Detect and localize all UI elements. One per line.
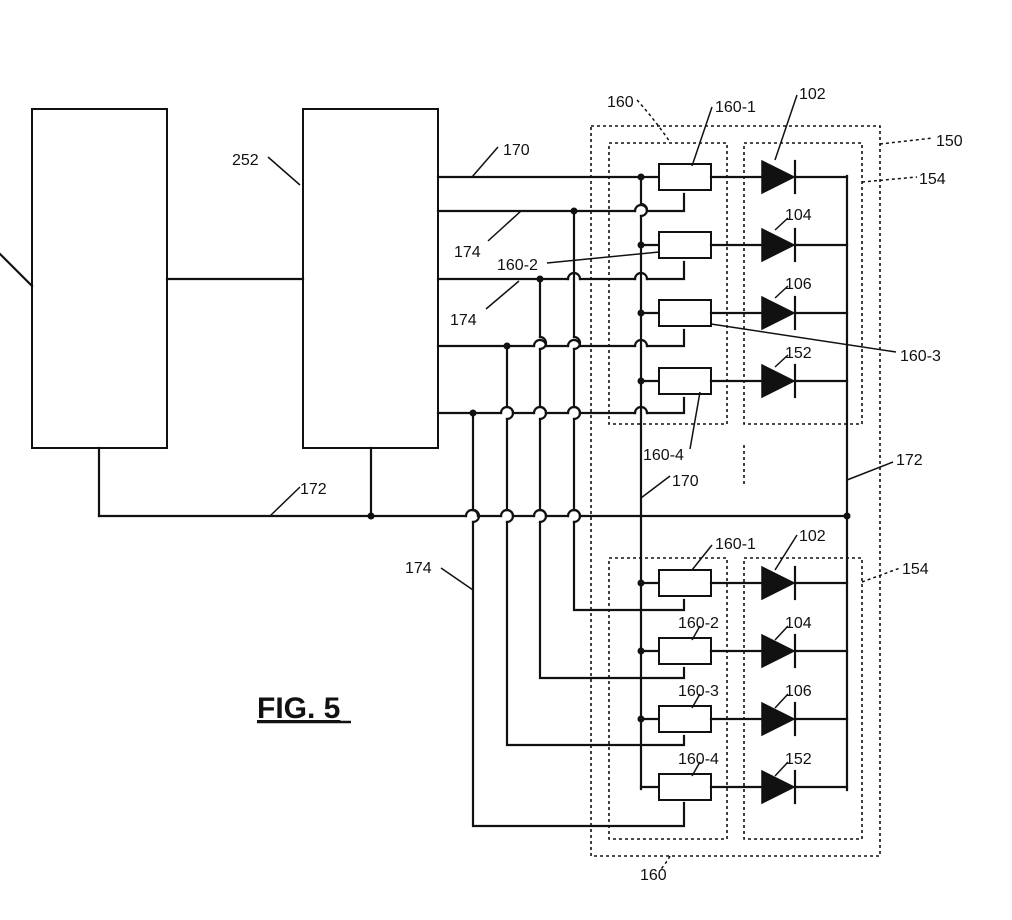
driver-group-160-upper	[608, 142, 728, 425]
control-lines-174	[436, 192, 686, 828]
leader-lines	[267, 94, 934, 871]
label-160-3-bottom: 160-3	[678, 683, 719, 700]
label-102-top: 102	[799, 86, 826, 103]
driver-box	[658, 367, 712, 395]
label-152-top: 152	[785, 345, 812, 362]
led-diode-icon	[761, 159, 796, 195]
data-line-170	[436, 173, 661, 791]
label-160-1-top: 160-1	[715, 99, 756, 116]
led-group-154-upper	[743, 142, 863, 425]
label-104-bottom: 104	[785, 615, 812, 632]
label-172-left: 172	[300, 481, 327, 498]
driver-box	[658, 773, 712, 801]
driver-box	[658, 569, 712, 597]
driver-box	[658, 231, 712, 259]
label-104-top: 104	[785, 207, 812, 224]
label-154-bottom: 154	[902, 561, 929, 578]
label-172-right: 172	[896, 452, 923, 469]
controller-block-252	[302, 108, 439, 449]
label-174-a: 174	[454, 244, 481, 261]
label-170-top: 170	[503, 142, 530, 159]
label-252: 252	[232, 152, 259, 169]
label-106-bottom: 106	[785, 683, 812, 700]
driver-box	[658, 163, 712, 191]
led-diode-icon	[761, 295, 796, 331]
driver-group-160-lower	[608, 557, 728, 840]
left-input-lead	[0, 252, 34, 288]
label-160-2-top: 160-2	[497, 257, 538, 274]
led-diode-icon	[761, 227, 796, 263]
driver-box	[658, 299, 712, 327]
led-diode-icon	[761, 363, 796, 399]
label-174-b: 174	[450, 312, 477, 329]
label-170-mid: 170	[672, 473, 699, 490]
label-150: 150	[936, 133, 963, 150]
label-160-4-bottom: 160-4	[678, 751, 719, 768]
label-154-top: 154	[919, 171, 946, 188]
driver-box	[658, 705, 712, 733]
ground-line-172	[97, 174, 851, 792]
label-160-2-bottom: 160-2	[678, 615, 719, 632]
label-160-top: 160	[607, 94, 634, 111]
left-block	[31, 108, 168, 449]
led-diode-icon	[761, 565, 796, 601]
label-106-top: 106	[785, 276, 812, 293]
label-160-bottom: 160	[640, 867, 667, 884]
label-102-bottom: 102	[799, 528, 826, 545]
led-diode-icon	[761, 769, 796, 805]
label-160-4-top: 160-4	[643, 447, 684, 464]
label-152-bottom: 152	[785, 751, 812, 768]
led-diode-icon	[761, 633, 796, 669]
label-160-3-top: 160-3	[900, 348, 941, 365]
label-160-1-bottom: 160-1	[715, 536, 756, 553]
figure-title: FIG. 5	[257, 692, 340, 725]
led-diode-icon	[761, 701, 796, 737]
label-174-c: 174	[405, 560, 432, 577]
led-group-154-lower	[743, 557, 863, 840]
driver-box	[658, 637, 712, 665]
led-unit-150-outline	[590, 125, 881, 857]
